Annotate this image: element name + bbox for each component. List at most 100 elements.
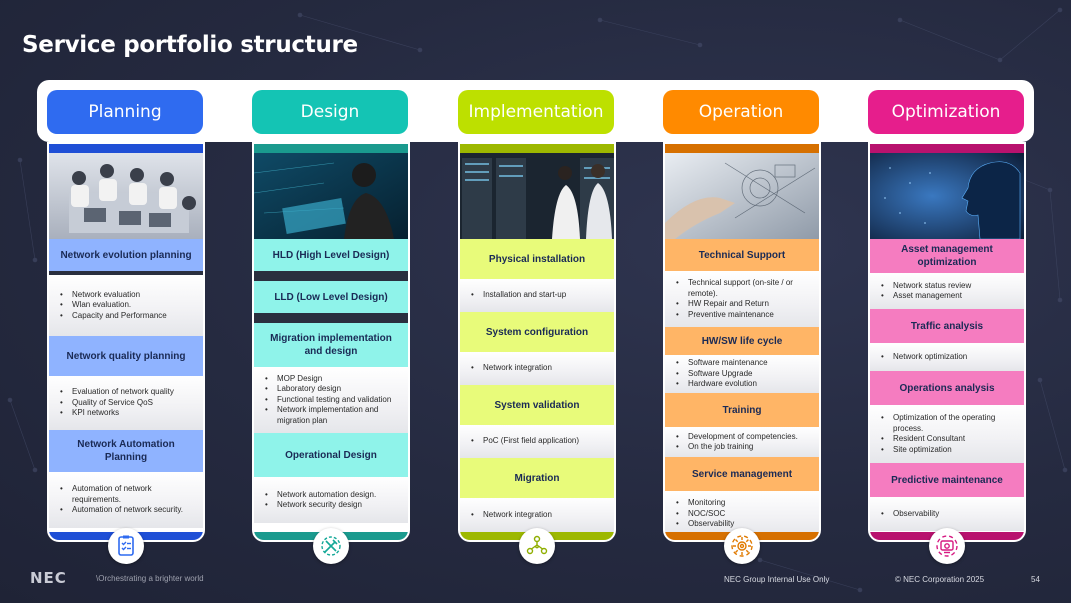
section-body: Network status review Asset management xyxy=(870,273,1024,309)
section-body: Network integration xyxy=(460,352,614,385)
list-item: Evaluation of network quality xyxy=(59,387,199,398)
section-heading: Technical Support xyxy=(665,239,819,271)
section-body: Software maintenance Software Upgrade Ha… xyxy=(665,355,819,393)
section-body: Installation and start-up xyxy=(460,279,614,312)
section-heading: Migration xyxy=(460,458,614,498)
list-item: Quality of Service QoS xyxy=(59,398,199,409)
section-heading: Traffic analysis xyxy=(870,309,1024,343)
section-heading: Operational Design xyxy=(254,433,408,477)
nec-logo: NEC xyxy=(30,569,67,587)
optimize-gauge-icon xyxy=(929,528,965,564)
list-item: Automation of network security. xyxy=(59,505,199,516)
section-body: Network automation design. Network secur… xyxy=(254,477,408,523)
list-item: HW Repair and Return xyxy=(675,299,815,310)
section-body: Network integration xyxy=(460,498,614,532)
column-top-strip xyxy=(870,144,1024,153)
section-heading: System validation xyxy=(460,385,614,425)
list-item: Preventive maintenance xyxy=(675,310,815,321)
list-item: On the job training xyxy=(675,442,815,453)
planning-section-3: Network Automation Planning Automation o… xyxy=(49,430,203,528)
column-optimization: Asset management optimization Network st… xyxy=(868,142,1026,542)
list-item: Hardware evolution xyxy=(675,379,815,390)
section-body: Automation of network requirements. Auto… xyxy=(49,472,203,528)
section-heading: Migration implementation and design xyxy=(254,323,408,367)
footer-classification: NEC Group Internal Use Only xyxy=(724,575,830,584)
section-divider xyxy=(254,313,408,323)
list-item: Monitoring xyxy=(675,498,815,509)
section-heading: LLD (Low Level Design) xyxy=(254,281,408,313)
footer-copyright: © NEC Corporation 2025 xyxy=(895,575,985,584)
section-body: Observability xyxy=(870,497,1024,531)
section-heading: Predictive maintenance xyxy=(870,463,1024,497)
list-item: Site optimization xyxy=(880,445,1020,456)
design-section-2: LLD (Low Level Design) xyxy=(254,281,408,323)
slide-title: Service portfolio structure xyxy=(22,32,358,58)
section-heading: Operations analysis xyxy=(870,371,1024,405)
planning-section-1: Network evolution planning Network evalu… xyxy=(49,239,203,336)
list-item: Laboratory design xyxy=(264,384,404,395)
optimization-section-4: Predictive maintenance Observability xyxy=(870,463,1024,531)
section-divider xyxy=(254,271,408,281)
operation-section-1: Technical Support Technical support (on-… xyxy=(665,239,819,327)
list-item: PoC (First field application) xyxy=(470,436,610,447)
implementation-section-2: System configuration Network integration xyxy=(460,312,614,385)
design-section-1: HLD (High Level Design) xyxy=(254,239,408,281)
list-item: NOC/SOC xyxy=(675,509,815,520)
list-item: Network automation design. xyxy=(264,490,404,501)
list-item: Installation and start-up xyxy=(470,290,610,301)
section-body: Network optimization xyxy=(870,343,1024,371)
list-item: Network implementation and migration pla… xyxy=(264,405,404,426)
section-body: Technical support (on-site / or remote).… xyxy=(665,271,819,327)
column-planning: Network evolution planning Network evalu… xyxy=(47,142,205,542)
section-body: Network evaluation Wlan evaluation. Capa… xyxy=(49,275,203,336)
list-item: Software Upgrade xyxy=(675,369,815,380)
optimization-section-2: Traffic analysis Network optimization xyxy=(870,309,1024,371)
column-title-planning: Planning xyxy=(47,90,203,134)
section-body: PoC (First field application) xyxy=(460,425,614,458)
optimization-section-3: Operations analysis Optimization of the … xyxy=(870,371,1024,463)
section-body: Evaluation of network quality Quality of… xyxy=(49,376,203,430)
list-item: Asset management xyxy=(880,291,1020,302)
operation-touchscreen-photo xyxy=(665,153,819,239)
column-title-operation: Operation xyxy=(663,90,819,134)
list-item: Observability xyxy=(675,519,815,530)
section-divider xyxy=(49,271,203,275)
ai-head-photo xyxy=(870,153,1024,239)
operation-section-4: Service management Monitoring NOC/SOC Ob… xyxy=(665,457,819,537)
design-tools-icon xyxy=(313,528,349,564)
list-item: Wlan evaluation. xyxy=(59,300,199,311)
planning-section-2: Network quality planning Evaluation of n… xyxy=(49,336,203,430)
list-item: Resident Consultant xyxy=(880,434,1020,445)
design-section-4: Operational Design Network automation de… xyxy=(254,433,408,523)
list-item: Network optimization xyxy=(880,352,1020,363)
section-heading: Network quality planning xyxy=(49,336,203,376)
column-top-strip xyxy=(254,144,408,153)
column-operation: Technical Support Technical support (on-… xyxy=(663,142,821,542)
column-top-strip xyxy=(460,144,614,153)
column-implementation: Physical installation Installation and s… xyxy=(458,142,616,542)
column-design: HLD (High Level Design) LLD (Low Level D… xyxy=(252,142,410,542)
column-top-strip xyxy=(665,144,819,153)
section-heading: Training xyxy=(665,393,819,427)
list-item: Software maintenance xyxy=(675,358,815,369)
list-item: Optimization of the operating process. xyxy=(880,413,1020,434)
datacenter-photo xyxy=(460,153,614,239)
design-engineer-photo xyxy=(254,153,408,239)
list-item: Development of competencies. xyxy=(675,432,815,443)
implementation-section-1: Physical installation Installation and s… xyxy=(460,239,614,312)
section-body: MOP Design Laboratory design Functional … xyxy=(254,367,408,433)
page-number: 54 xyxy=(1031,575,1040,584)
list-item: Network status review xyxy=(880,281,1020,292)
section-heading: HW/SW life cycle xyxy=(665,327,819,355)
column-title-design: Design xyxy=(252,90,408,134)
gear-cycle-icon xyxy=(724,528,760,564)
list-item: MOP Design xyxy=(264,374,404,385)
column-title-optimization: Optimization xyxy=(868,90,1024,134)
list-item: Network security design xyxy=(264,500,404,511)
network-nodes-icon xyxy=(519,528,555,564)
section-heading: Asset management optimization xyxy=(870,239,1024,273)
section-heading: Network Automation Planning xyxy=(49,430,203,472)
list-item: Technical support (on-site / or remote). xyxy=(675,278,815,299)
section-body: Development of competencies. On the job … xyxy=(665,427,819,457)
list-item: Functional testing and validation xyxy=(264,395,404,406)
